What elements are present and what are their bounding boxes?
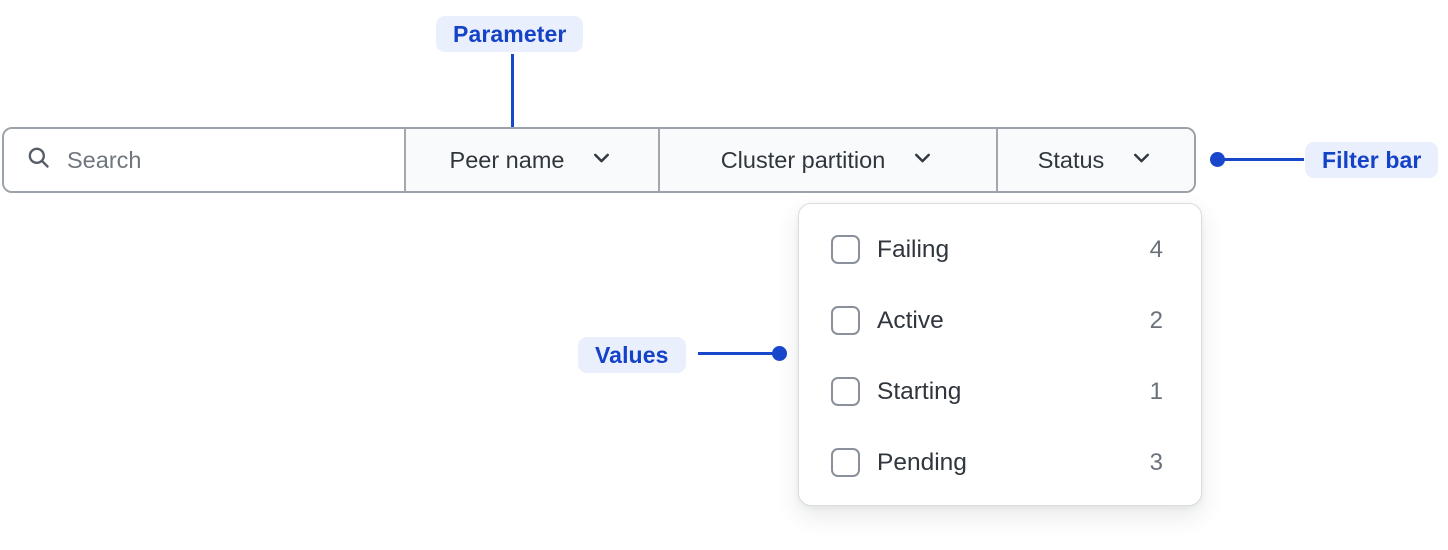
dropdown-peer-name[interactable]: Peer name: [404, 129, 658, 191]
option-label: Failing: [877, 235, 950, 263]
dropdown-peer-name-label: Peer name: [449, 146, 565, 173]
status-values-panel: Failing 4 Active 2 Starting 1 Pending 3: [798, 203, 1202, 506]
filter-bar-connector-dot: [1210, 152, 1225, 167]
chevron-down-icon: [1129, 145, 1154, 175]
parameter-connector-line: [511, 54, 514, 142]
values-connector-dot: [772, 346, 787, 361]
option-count: 4: [1149, 235, 1163, 263]
search-input[interactable]: [67, 146, 357, 174]
option-count: 1: [1149, 377, 1163, 405]
parameter-annotation-badge: Parameter: [436, 16, 584, 52]
dropdown-status[interactable]: Status: [996, 129, 1194, 191]
starting-checkbox[interactable]: [831, 377, 860, 406]
chevron-down-icon: [589, 145, 614, 175]
dropdown-cluster-partition[interactable]: Cluster partition: [658, 129, 996, 191]
chevron-down-icon: [910, 145, 935, 175]
filter-bar-connector-line: [1220, 158, 1304, 161]
values-annotation-badge: Values: [578, 337, 686, 373]
filter-bar-annotation-badge: Filter bar: [1305, 142, 1439, 178]
values-connector-line: [698, 352, 780, 355]
option-label: Pending: [877, 448, 967, 476]
dropdown-cluster-partition-label: Cluster partition: [720, 146, 886, 173]
search-segment[interactable]: [4, 129, 404, 191]
search-icon: [25, 144, 52, 176]
option-count: 2: [1149, 306, 1163, 334]
status-option-pending[interactable]: Pending 3: [799, 427, 1201, 498]
failing-checkbox[interactable]: [831, 235, 860, 264]
option-count: 3: [1149, 448, 1163, 476]
status-option-starting[interactable]: Starting 1: [799, 356, 1201, 427]
filter-bar: Peer name Cluster partition Status: [2, 127, 1196, 193]
status-option-active[interactable]: Active 2: [799, 285, 1201, 356]
option-label: Active: [877, 306, 944, 334]
pending-checkbox[interactable]: [831, 448, 860, 477]
dropdown-status-label: Status: [1037, 146, 1105, 173]
option-label: Starting: [877, 377, 962, 405]
active-checkbox[interactable]: [831, 306, 860, 335]
status-option-failing[interactable]: Failing 4: [799, 214, 1201, 285]
